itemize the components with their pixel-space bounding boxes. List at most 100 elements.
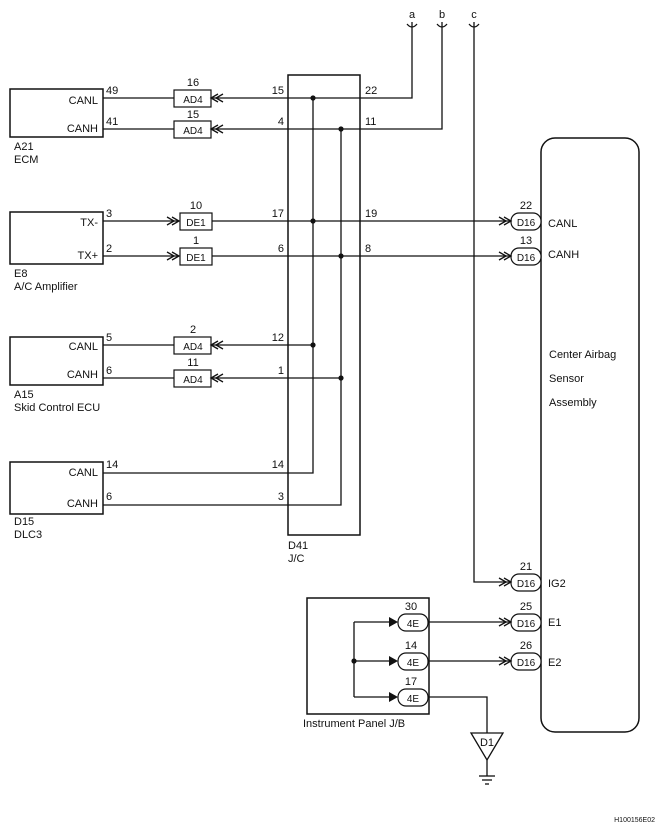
- splice-dot: [310, 342, 316, 348]
- connector-arrow-icon: [498, 656, 513, 666]
- pin-number: 11: [187, 357, 198, 369]
- pin-number: 6: [106, 365, 112, 377]
- skid-ecu-canh-label: CANH: [67, 369, 98, 381]
- connector-arrow-icon: [498, 251, 513, 261]
- wire-c-to-ig2: [473, 22, 511, 583]
- jc-code: D41: [288, 540, 308, 552]
- pin-number: 22: [520, 200, 532, 212]
- ground-code: D1: [480, 737, 494, 749]
- airbag-e2-label: E2: [548, 657, 561, 669]
- connector-4e: [397, 688, 429, 707]
- connector-arrow-icon: [389, 692, 398, 702]
- splice-dot: [338, 253, 344, 259]
- connector-arrow-icon: [166, 216, 181, 226]
- connector-d16-label: D16: [517, 579, 536, 590]
- ecm-canh-label: CANH: [67, 123, 98, 135]
- connector-arrow-icon: [209, 340, 224, 350]
- offpage-marker-c: c: [471, 9, 477, 21]
- dlc3-code: D15: [14, 516, 34, 528]
- connector-ad4-label: AD4: [183, 342, 203, 353]
- dlc3-box: [9, 461, 104, 515]
- pin-number: 5: [106, 332, 112, 344]
- figure-id: H100156E02: [614, 817, 655, 824]
- airbag-e1-label: E1: [548, 617, 561, 629]
- skid-ecu-canl-label: CANL: [69, 341, 98, 353]
- offpage-a-icon: [406, 23, 418, 28]
- connector-arrow-icon: [498, 216, 513, 226]
- skid-ecu-box: [9, 336, 104, 386]
- splice-dot: [351, 658, 357, 664]
- pin-number: 26: [520, 640, 532, 652]
- pin-number: 2: [190, 324, 196, 336]
- pin-number: 17: [272, 208, 284, 220]
- connector-d16-label: D16: [517, 253, 536, 264]
- jc-bus-canh: [288, 128, 342, 506]
- airbag-canl-label: CANL: [548, 218, 577, 230]
- pin-number: 14: [405, 640, 417, 652]
- ecm-code: A21: [14, 141, 34, 153]
- pin-number: 16: [187, 77, 199, 89]
- airbag-name-line1: Center Airbag: [549, 349, 616, 361]
- pin-number: 15: [187, 109, 199, 121]
- instrument-panel-jb-box: [306, 597, 430, 715]
- offpage-marker-a: a: [409, 9, 416, 21]
- pin-number: 15: [272, 85, 284, 97]
- ecm-box: [9, 88, 104, 138]
- pin-number: 14: [106, 459, 118, 471]
- pin-number: 19: [365, 208, 377, 220]
- junction-connector-box: [287, 74, 361, 536]
- pin-number: 30: [405, 601, 417, 613]
- connector-ad4-label: AD4: [183, 126, 203, 137]
- connector-arrow-icon: [498, 577, 513, 587]
- ac-amplifier-txp-label: TX+: [78, 250, 98, 262]
- connector-arrow-icon: [209, 373, 224, 383]
- ac-amplifier-box: [9, 211, 104, 265]
- connector-4e-label: 4E: [407, 694, 420, 705]
- ecm-canl-label: CANL: [69, 95, 98, 107]
- pin-number: 2: [106, 243, 112, 255]
- pin-number: 1: [193, 235, 199, 247]
- connector-arrow-icon: [389, 656, 398, 666]
- connector-arrow-icon: [389, 617, 398, 627]
- wire-4e17-to-ground: [428, 696, 488, 733]
- dlc3-canh-label: CANH: [67, 498, 98, 510]
- dlc3-name: DLC3: [14, 529, 42, 541]
- pin-number: 21: [520, 561, 532, 573]
- airbag-name-line2: Sensor: [549, 373, 584, 385]
- pin-number: 3: [106, 208, 112, 220]
- connector-d16-label: D16: [517, 619, 536, 630]
- splice-dot: [338, 126, 344, 132]
- connector-ad4-label: AD4: [183, 95, 203, 106]
- ipjb-name: Instrument Panel J/B: [303, 718, 405, 730]
- center-airbag-sensor-box: [540, 137, 640, 733]
- pin-number: 49: [106, 85, 118, 97]
- pin-number: 22: [365, 85, 377, 97]
- connector-arrow-icon: [209, 124, 224, 134]
- splice-dot: [310, 95, 316, 101]
- connector-4e-label: 4E: [407, 619, 420, 630]
- pin-number: 6: [106, 491, 112, 503]
- skid-ecu-name: Skid Control ECU: [14, 402, 100, 414]
- wire-jc11-to-b: [360, 22, 443, 130]
- connector-de1: [179, 247, 213, 266]
- pin-number: 12: [272, 332, 284, 344]
- ac-amplifier-txm-label: TX-: [80, 217, 98, 229]
- splice-dot: [338, 375, 344, 381]
- pin-number: 41: [106, 116, 118, 128]
- airbag-name-line3: Assembly: [549, 397, 597, 409]
- connector-arrow-icon: [166, 251, 181, 261]
- pin-number: 6: [278, 243, 284, 255]
- splice-dot: [310, 218, 316, 224]
- ground-triangle-icon: [469, 732, 505, 762]
- connector-d16-label: D16: [517, 218, 536, 229]
- pin-number: 4: [278, 116, 284, 128]
- connector-de1-label: DE1: [186, 253, 206, 264]
- airbag-canh-label: CANH: [548, 249, 579, 261]
- dlc3-canl-label: CANL: [69, 467, 98, 479]
- connector-d16-label: D16: [517, 658, 536, 669]
- skid-ecu-code: A15: [14, 389, 34, 401]
- pin-number: 14: [272, 459, 284, 471]
- offpage-marker-b: b: [439, 9, 445, 21]
- connector-arrow-icon: [498, 617, 513, 627]
